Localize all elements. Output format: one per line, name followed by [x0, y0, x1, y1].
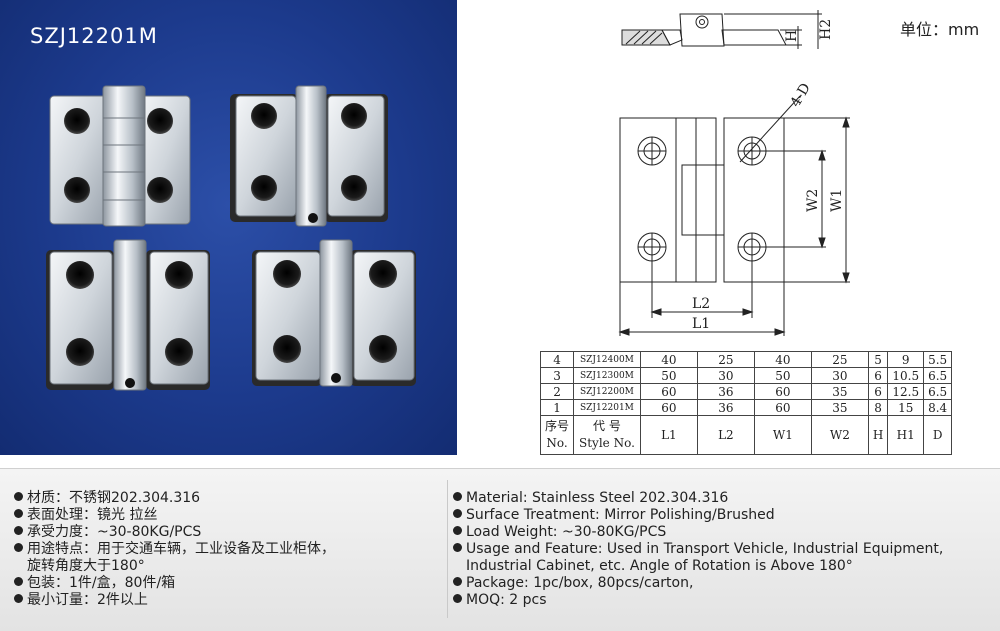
hinge-photos [46, 85, 416, 391]
bullet-icon [453, 543, 462, 552]
list-item-continuation: 旋转角度大于180° [27, 558, 145, 574]
hinge-photo-4 [252, 239, 416, 387]
bullet-icon [453, 492, 462, 501]
dim-label-h: H [784, 30, 800, 42]
list-item: MOQ: 2 pcs [453, 592, 983, 609]
table-row: 3 SZJ12300M 50 30 50 30 6 10.5 6.5 [539, 367, 953, 384]
list-item: Package: 1pc/box, 80pcs/carton, [453, 575, 983, 592]
bullet-icon [14, 594, 23, 603]
dim-label-h2: H2 [818, 19, 834, 40]
list-item: Usage and Feature: Used in Transport Veh… [453, 541, 983, 558]
bullet-icon [453, 509, 462, 518]
list-item: 材质：不锈钢202.304.316 [14, 490, 434, 507]
dim-label-w1: W1 [829, 189, 845, 212]
header-h1: H1 [887, 415, 925, 455]
header-d: D [923, 415, 953, 455]
list-item: 承受力度：~30-80KG/PCS [14, 524, 434, 541]
header-w2: W2 [810, 415, 869, 455]
header-l2: L2 [696, 415, 755, 455]
list-item: 包装：1件/盒，80件/箱 [14, 575, 434, 592]
product-photo-panel: SZJ12201M [0, 0, 457, 455]
hinge-photo-3 [46, 239, 210, 391]
table-row: 2 SZJ12200M 60 36 60 35 6 12.5 6.5 [539, 383, 953, 400]
header-l1: L1 [639, 415, 698, 455]
table-header-row: 序号 No. 代 号 Style No. L1 L2 W1 W2 H H1 D [539, 415, 953, 455]
header-no: 序号 No. [539, 415, 575, 455]
hinge-photo-2 [230, 85, 388, 227]
spec-table: 4 SZJ12400M 40 25 40 25 5 9 5.5 3 SZJ123… [539, 351, 953, 455]
technical-drawing: H H2 4-D W2 W1 L2 L1 [618, 10, 850, 336]
unit-label: 单位：mm [900, 20, 980, 39]
table-row: 4 SZJ12400M 40 25 40 25 5 9 5.5 [539, 351, 953, 368]
dim-label-l1: L1 [692, 316, 710, 332]
list-item: Material: Stainless Steel 202.304.316 [453, 490, 983, 507]
specs-chinese: 材质：不锈钢202.304.316 表面处理：镜光 拉丝 承受力度：~30-80… [14, 490, 434, 609]
bullet-icon [14, 492, 23, 501]
list-item: 用途特点：用于交通车辆，工业设备及工业柜体， [14, 541, 434, 558]
bullet-icon [14, 577, 23, 586]
model-title: SZJ12201M [30, 24, 158, 48]
specs-english: Material: Stainless Steel 202.304.316 Su… [453, 490, 983, 609]
list-item: Surface Treatment: Mirror Polishing/Brus… [453, 507, 983, 524]
dim-label-w2: W2 [805, 189, 821, 212]
front-view [618, 95, 850, 336]
bullet-icon [14, 526, 23, 535]
side-view [621, 10, 822, 49]
list-item-continuation: Industrial Cabinet, etc. Angle of Rotati… [466, 558, 853, 574]
list-item: Load Weight: ~30-80KG/PCS [453, 524, 983, 541]
dim-label-l2: L2 [692, 296, 710, 312]
header-w1: W1 [753, 415, 812, 455]
list-item: 最小订量：2件以上 [14, 592, 434, 609]
list-item: 表面处理：镜光 拉丝 [14, 507, 434, 524]
bullet-icon [453, 577, 462, 586]
bullet-icon [14, 509, 23, 518]
info-band [0, 468, 1000, 631]
header-code: 代 号 Style No. [573, 415, 641, 455]
band-divider [447, 480, 448, 618]
header-h: H [867, 415, 889, 455]
bullet-icon [453, 594, 462, 603]
hinge-photo-1 [49, 85, 191, 227]
bullet-icon [453, 526, 462, 535]
table-row: 1 SZJ12201M 60 36 60 35 8 15 8.4 [539, 399, 953, 416]
bullet-icon [14, 543, 23, 552]
